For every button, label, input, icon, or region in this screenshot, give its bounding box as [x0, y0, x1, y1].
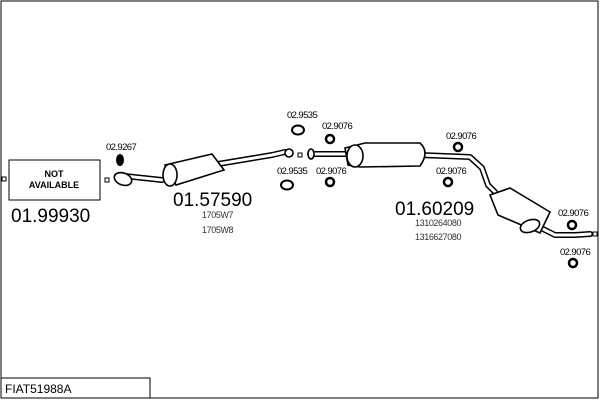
- gasket-icon: [116, 154, 124, 166]
- rubber-mount-icon: [567, 257, 579, 269]
- center-silencer[interactable]: [112, 148, 294, 188]
- gasket-label[interactable]: 02.9267: [106, 142, 137, 153]
- title-box: [0, 377, 151, 399]
- ring-icon: [291, 124, 305, 136]
- center-part-number[interactable]: 01.57590: [173, 190, 252, 211]
- rear-silencer[interactable]: [488, 187, 593, 238]
- not-available-line1: NOT: [45, 169, 65, 179]
- rear-oem-2: 1316627080: [415, 232, 461, 242]
- ring-top-label[interactable]: 02.9535: [287, 110, 318, 121]
- rear-part-number[interactable]: 01.60209: [395, 199, 474, 220]
- kit-title: FIAT51988A: [5, 382, 71, 396]
- rubber-mount-icon: [324, 133, 336, 145]
- rubber-mount-icon: [452, 141, 464, 153]
- not-available-line2: AVAILABLE: [29, 180, 79, 190]
- connector-marker: [1, 176, 7, 182]
- rear-oem-1: 1310264080: [415, 218, 461, 228]
- connector-marker: [297, 152, 303, 158]
- rubber-mount-icon: [442, 176, 454, 188]
- ring-bottom-label[interactable]: 02.9535: [277, 166, 308, 177]
- flange-icon: [113, 171, 133, 187]
- rubber-1-label[interactable]: 02.9076: [322, 121, 353, 132]
- front-pipe-not-available[interactable]: NOT AVAILABLE: [8, 159, 101, 201]
- ring-icon: [280, 179, 294, 191]
- front-part-number[interactable]: 01.99930: [11, 206, 90, 227]
- rubber-mount-icon: [566, 219, 578, 231]
- middle-silencer[interactable]: [307, 142, 498, 195]
- center-oem-2: 1705W8: [202, 225, 234, 235]
- connector-marker: [592, 231, 598, 237]
- rubber-2-label[interactable]: 02.9076: [316, 166, 347, 177]
- rubber-4-label[interactable]: 02.9076: [436, 166, 467, 177]
- rubber-6-label[interactable]: 02.9076: [560, 247, 591, 258]
- connector-marker: [104, 177, 110, 183]
- rubber-5-label[interactable]: 02.9076: [558, 208, 589, 219]
- rubber-3-label[interactable]: 02.9076: [446, 131, 477, 142]
- rubber-mount-icon: [324, 176, 336, 188]
- center-oem-1: 1705W7: [202, 210, 234, 220]
